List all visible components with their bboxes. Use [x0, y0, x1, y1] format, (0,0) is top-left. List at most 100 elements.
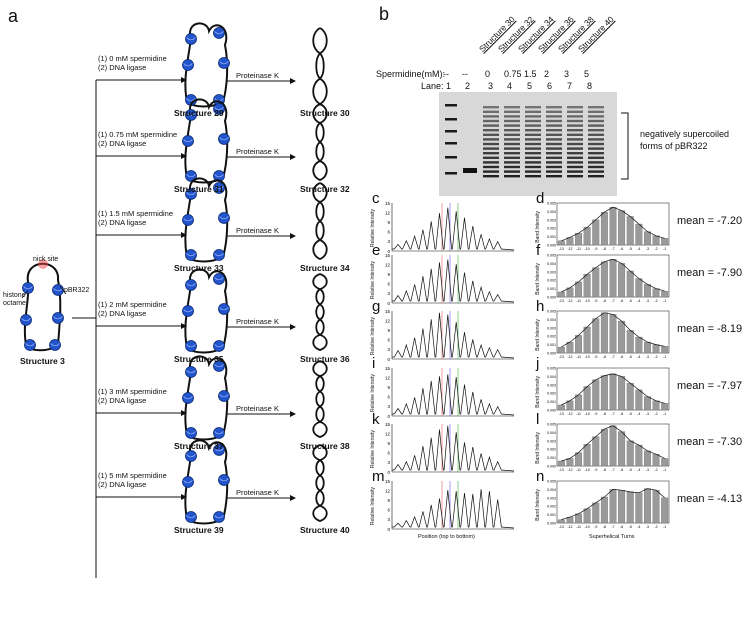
gel-band	[567, 138, 583, 141]
histogram-bar	[600, 496, 608, 524]
histogram-bar	[609, 314, 617, 354]
histogram-bar	[557, 291, 565, 298]
profile-y-axis-label: Relative Intensity	[370, 487, 376, 526]
gaussian-fit-curve	[561, 312, 665, 348]
gaussian-fit-curve	[561, 258, 665, 293]
nucleosome-icon	[185, 249, 197, 261]
condition-ligase: (2) DNA ligase	[98, 63, 147, 72]
histogram-x-tick: -10	[585, 468, 590, 472]
condition-ligase: (2) DNA ligase	[98, 218, 147, 227]
profile-y-axis-label: Relative Intensity	[370, 261, 376, 300]
panel-letter-g: g	[372, 298, 381, 315]
histogram-y-tick: 0.005	[547, 202, 556, 206]
histogram-y-tick: 0.003	[547, 326, 556, 330]
histogram-bar	[635, 223, 643, 246]
histogram-x-tick: -5	[629, 412, 632, 416]
profile-y-tick: 9	[387, 441, 390, 446]
profile-y-tick: 9	[387, 498, 390, 503]
gel-band	[588, 133, 604, 136]
histogram-x-tick: -5	[629, 299, 632, 303]
gel-band	[504, 124, 520, 127]
profile-y-tick: 0	[387, 414, 390, 419]
proteinase-label: Proteinase K	[236, 317, 279, 326]
histogram-y-tick: 0.002	[547, 392, 556, 396]
histogram-x-tick: -11	[576, 299, 581, 303]
gel-band	[567, 119, 583, 123]
gel-band	[546, 119, 562, 123]
panel-letter-n: n	[536, 468, 545, 485]
nucleosome-icon	[182, 214, 194, 226]
histogram-x-tick: -9	[594, 355, 597, 359]
lane-number: 6	[547, 81, 553, 91]
lane-number: 4	[507, 81, 513, 91]
gel-band	[525, 152, 541, 155]
profile-y-tick: 12	[385, 488, 391, 493]
gel-band	[483, 106, 499, 109]
chromatin-structure-label: Structure 29	[174, 108, 224, 118]
histogram-bar	[575, 452, 582, 467]
gel-band	[483, 138, 499, 141]
histogram-x-tick: -8	[603, 412, 606, 416]
histogram-x-tick: -7	[611, 468, 614, 472]
histogram-bar	[626, 491, 634, 524]
histogram-bar	[583, 326, 591, 354]
profile-y-tick: 12	[385, 262, 391, 267]
gel-band	[546, 156, 562, 159]
histogram-y-tick: 0.003	[547, 218, 556, 222]
gel-band	[546, 152, 562, 155]
gel-band	[525, 119, 541, 123]
nucleosome-icon	[213, 27, 225, 39]
histogram-x-tick: -6	[620, 299, 623, 303]
histogram-bar	[592, 318, 600, 354]
gaussian-fit-curve	[561, 488, 665, 520]
chromatin-structure-diagram	[182, 22, 230, 108]
condition-spermidine: (1) 1.5 mM spermidine	[98, 209, 174, 218]
gel-band	[546, 106, 562, 109]
histogram-bar	[583, 274, 591, 298]
histogram-bar	[609, 259, 617, 298]
nucleosome-icon	[213, 249, 225, 261]
histogram-y-tick: 0.002	[547, 279, 556, 283]
spermidine-value: --	[443, 69, 449, 79]
histogram-x-tick: -2	[654, 247, 657, 251]
lane-number: 7	[567, 81, 573, 91]
histogram-bar	[557, 404, 565, 411]
spermidine-value: 5	[584, 69, 590, 79]
histogram-y-tick: 0.002	[547, 505, 556, 509]
histogram-x-tick: -8	[603, 299, 606, 303]
nucleosome-icon	[182, 135, 194, 147]
octamer-label: octamer	[3, 300, 29, 307]
nucleosome-icon	[218, 212, 230, 224]
condition-ligase: (2) DNA ligase	[98, 139, 147, 148]
histogram-x-tick: -13	[559, 355, 564, 359]
gel-band	[504, 170, 520, 173]
histogram-y-tick: 0.001	[547, 456, 556, 460]
histogram-y-tick: 0.002	[547, 448, 556, 452]
gel-band	[588, 119, 604, 123]
gel-band	[546, 124, 562, 127]
histogram-x-tick: -6	[620, 468, 623, 472]
gel-band	[588, 124, 604, 127]
gel-band	[504, 106, 520, 109]
nucleosome-icon	[185, 366, 197, 378]
gel-band	[445, 104, 457, 107]
histogram-bar	[635, 336, 643, 354]
histogram-y-tick: 0.004	[547, 431, 556, 435]
profile-y-tick: 9	[387, 272, 390, 277]
histogram-bar	[618, 431, 626, 467]
histogram-bar	[618, 490, 626, 524]
nucleosome-icon	[182, 305, 194, 317]
proteinase-label: Proteinase K	[236, 488, 279, 497]
histogram-bar	[583, 227, 591, 246]
histogram-x-axis-label: Superhelical Turns	[589, 534, 635, 540]
histogram-x-tick: -12	[567, 355, 572, 359]
gel-band	[588, 175, 604, 178]
histogram-x-tick: -4	[637, 412, 640, 416]
histogram-x-tick: -1	[663, 247, 666, 251]
panel-letter-m: m	[372, 468, 385, 485]
histogram-x-tick: -8	[603, 468, 606, 472]
gel-annotation-line1: negatively supercoiled	[640, 129, 730, 139]
gel-band	[525, 161, 541, 164]
gel-band	[567, 142, 583, 146]
gel-band	[504, 156, 520, 159]
